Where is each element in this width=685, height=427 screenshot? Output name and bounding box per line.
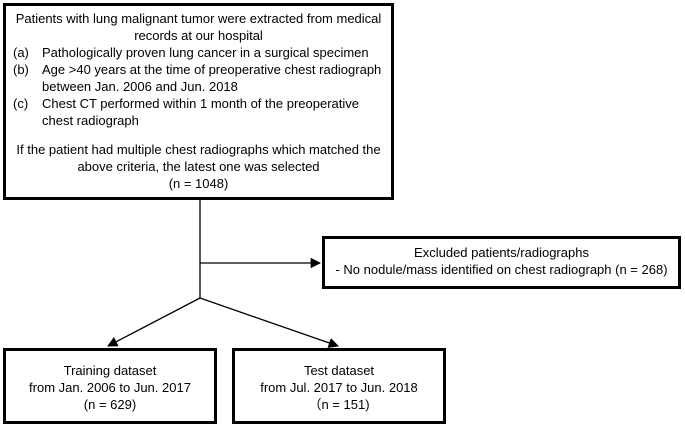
training-count: (n = 629) [83, 397, 137, 412]
criterion-label: (b) [13, 62, 29, 77]
test-arrow [199, 297, 339, 348]
criterion-text: Chest CT performed within 1 month of the… [42, 96, 359, 128]
criterion-a: (a) Pathologically proven lung cancer in… [13, 44, 384, 61]
criterion-label: (a) [13, 45, 29, 60]
test-range: from Jul. 2017 to Jun. 2018 [260, 380, 418, 395]
training-dataset-box: Training dataset from Jan. 2006 to Jun. … [3, 348, 217, 424]
total-count: (n = 1048) [168, 176, 229, 191]
training-title: Training dataset [63, 363, 157, 378]
training-range: from Jan. 2006 to Jun. 2017 [29, 380, 191, 395]
criterion-text: Pathologically proven lung cancer in a s… [42, 45, 369, 60]
excluded-reason: - No nodule/mass identified on chest rad… [335, 262, 668, 277]
test-title: Test dataset [303, 363, 375, 378]
training-arrow [107, 297, 201, 347]
inclusion-criteria-box: Patients with lung malignant tumor were … [3, 3, 394, 200]
test-dataset-box: Test dataset from Jul. 2017 to Jun. 2018… [232, 348, 446, 424]
main-box-header: Patients with lung malignant tumor were … [15, 11, 382, 43]
excluded-title: Excluded patients/radiographs [414, 245, 589, 260]
test-count: （n = 151) [308, 397, 370, 412]
criterion-text: Age >40 years at the time of preoperativ… [42, 62, 382, 94]
excluded-box: Excluded patients/radiographs - No nodul… [322, 236, 681, 289]
criterion-c: (c) Chest CT performed within 1 month of… [13, 95, 384, 129]
criterion-b: (b) Age >40 years at the time of preoper… [13, 61, 384, 95]
criterion-label: (c) [13, 96, 29, 111]
selection-note: If the patient had multiple chest radiog… [16, 142, 381, 174]
